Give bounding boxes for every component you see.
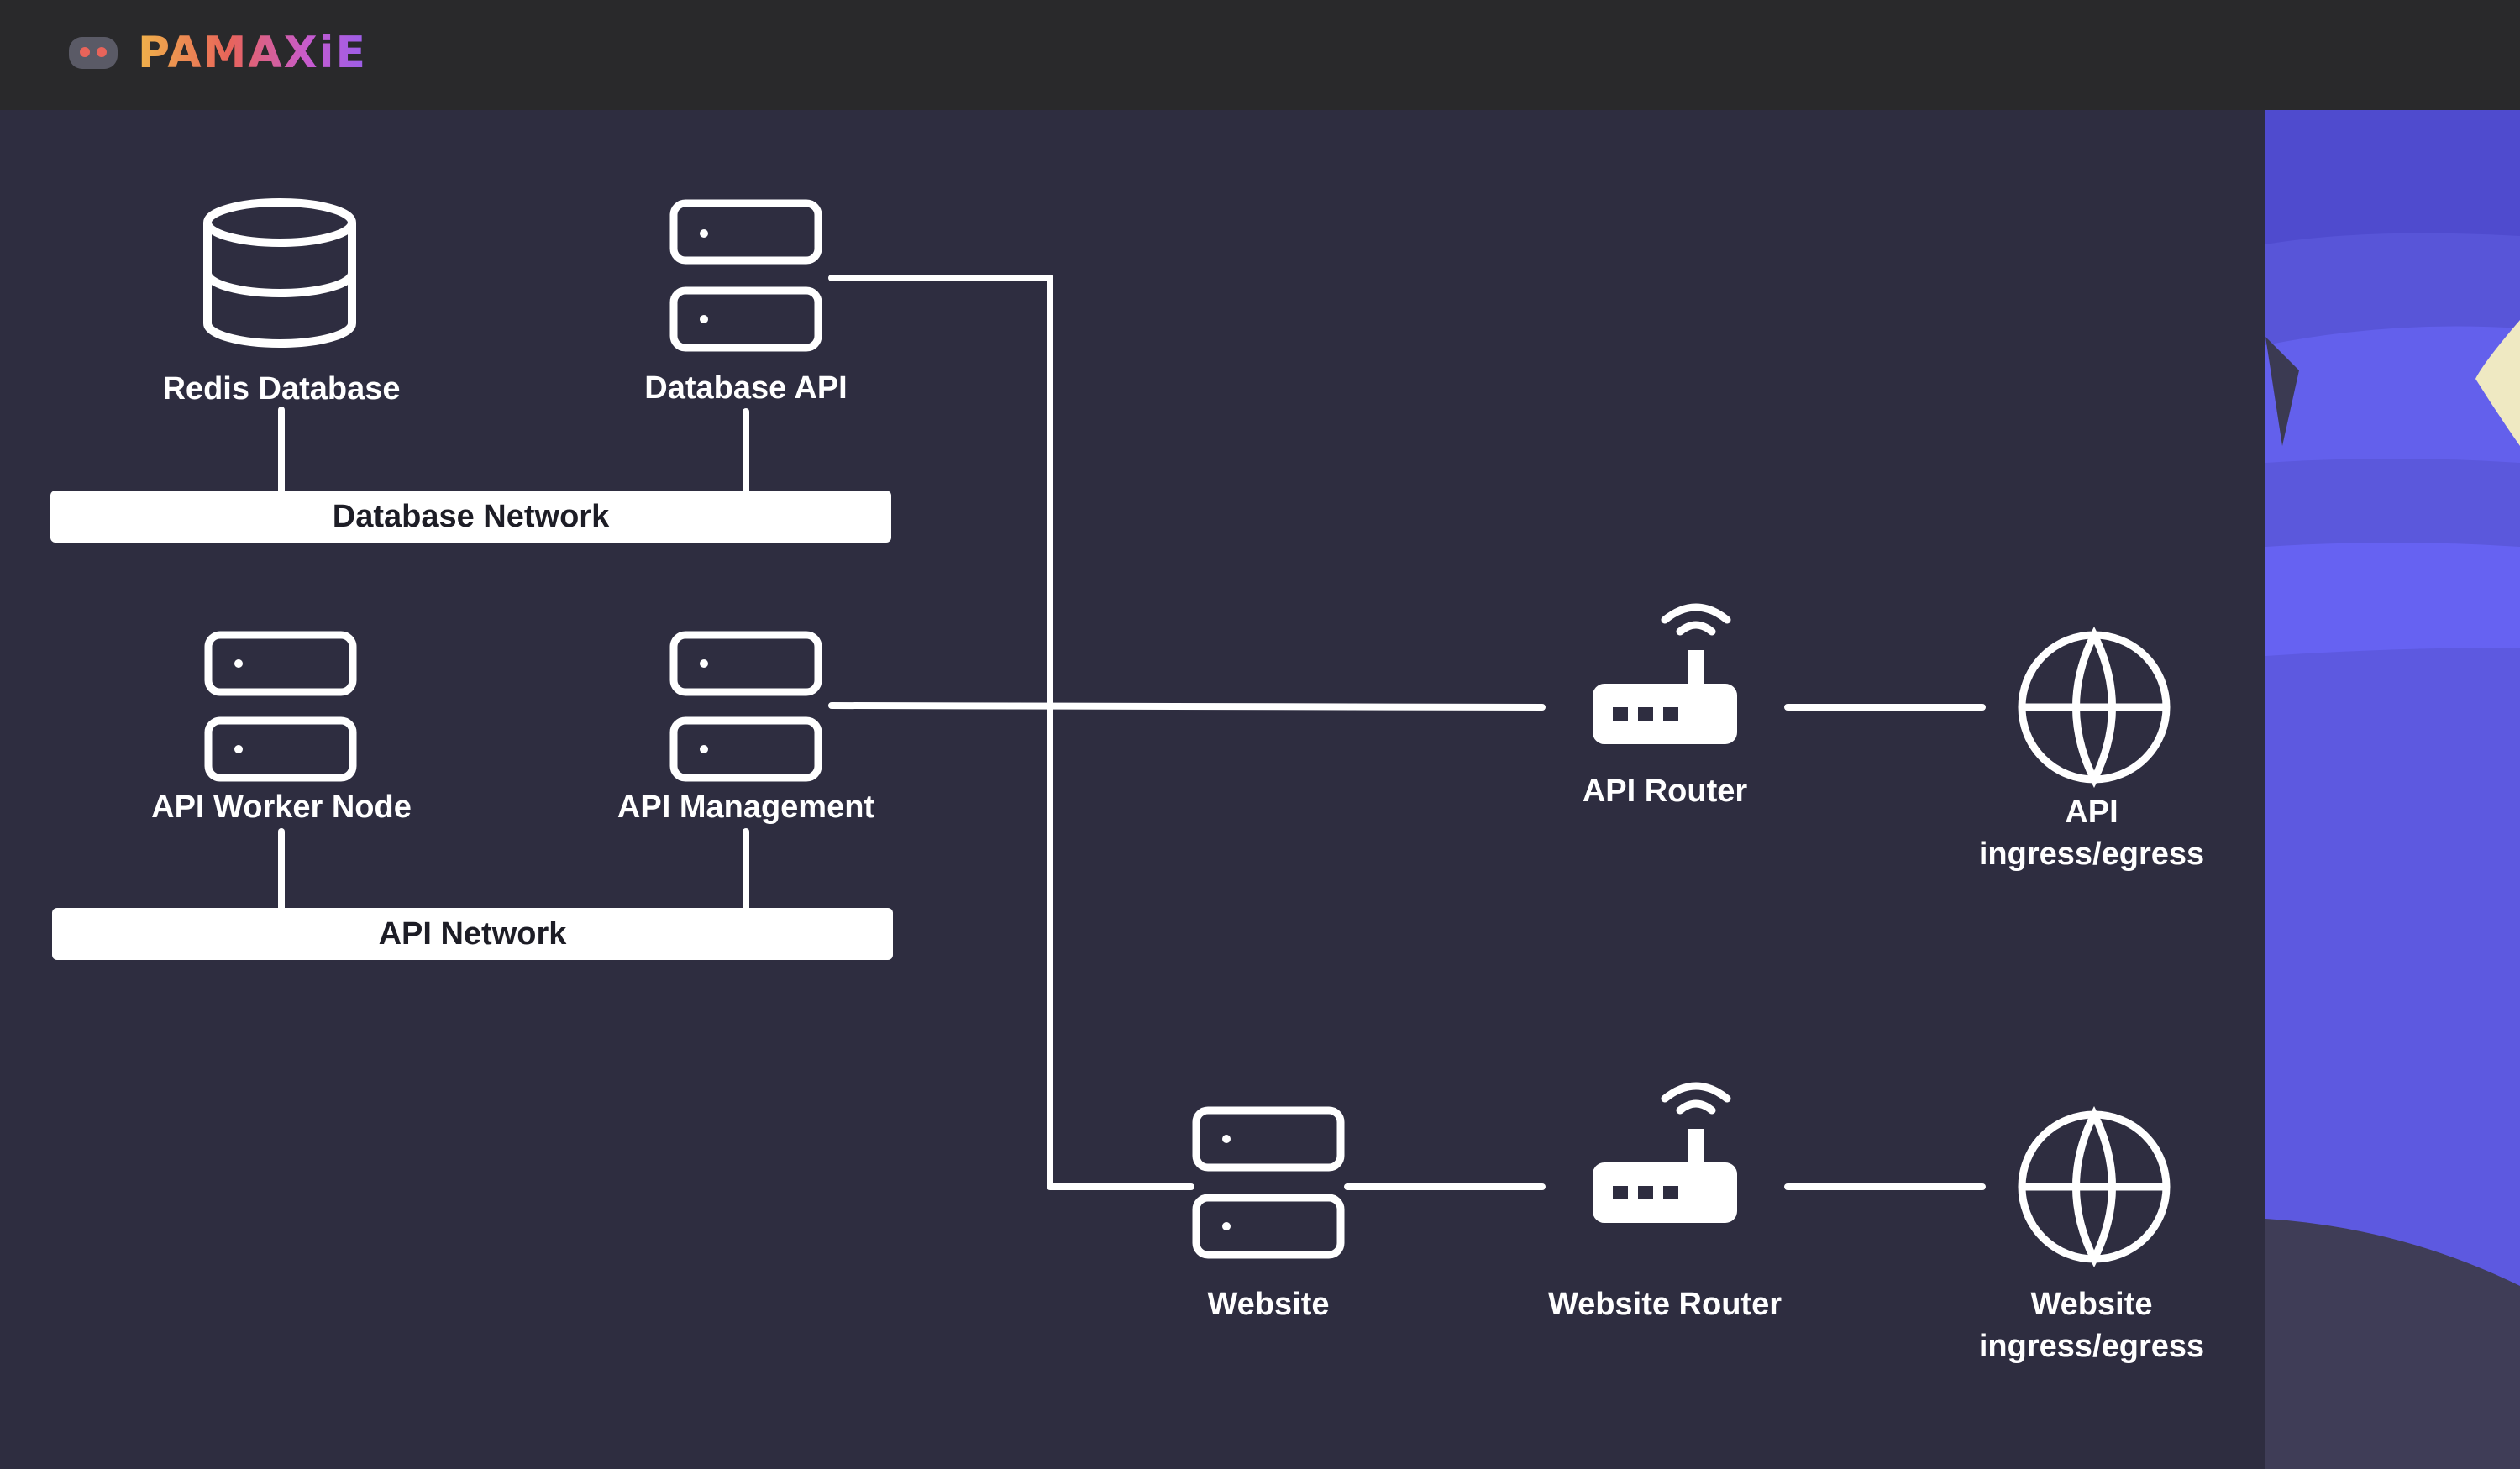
globe-icon (2018, 1105, 2171, 1268)
website-ingress-label: Website ingress/egress (1978, 1287, 2205, 1364)
top-bar: PAMAXiE (0, 0, 2520, 110)
api-worker-node-label: API Worker Node (151, 790, 412, 825)
website-router-label: Website Router (1547, 1287, 1782, 1322)
database-api-label: Database API (644, 370, 848, 406)
api-network-bar: API Network (52, 908, 893, 960)
router-icon (1593, 603, 1737, 744)
connector-line (828, 275, 1194, 1190)
robot-head-icon (69, 37, 118, 69)
router-icon (1593, 1082, 1737, 1223)
database-network-bar: Database Network (50, 491, 891, 543)
logo-text: PAMAXiE (138, 28, 368, 78)
api-management-label: API Management (617, 790, 875, 825)
website-label: Website (1207, 1287, 1330, 1322)
decorative-side-panel (2265, 110, 2520, 1469)
server-icon (1192, 1106, 1345, 1259)
connector-line (828, 702, 1546, 711)
diagram-canvas (0, 110, 2265, 1469)
globe-icon (2018, 626, 2171, 789)
server-icon (669, 199, 822, 352)
logo[interactable]: PAMAXiE (67, 24, 367, 82)
server-icon (204, 631, 357, 782)
api-ingress-label: API ingress/egress (1978, 795, 2205, 872)
server-icon (669, 631, 822, 782)
database-icon (203, 198, 356, 348)
api-router-label: API Router (1582, 774, 1748, 809)
redis-database-label: Redis Database (162, 371, 401, 407)
